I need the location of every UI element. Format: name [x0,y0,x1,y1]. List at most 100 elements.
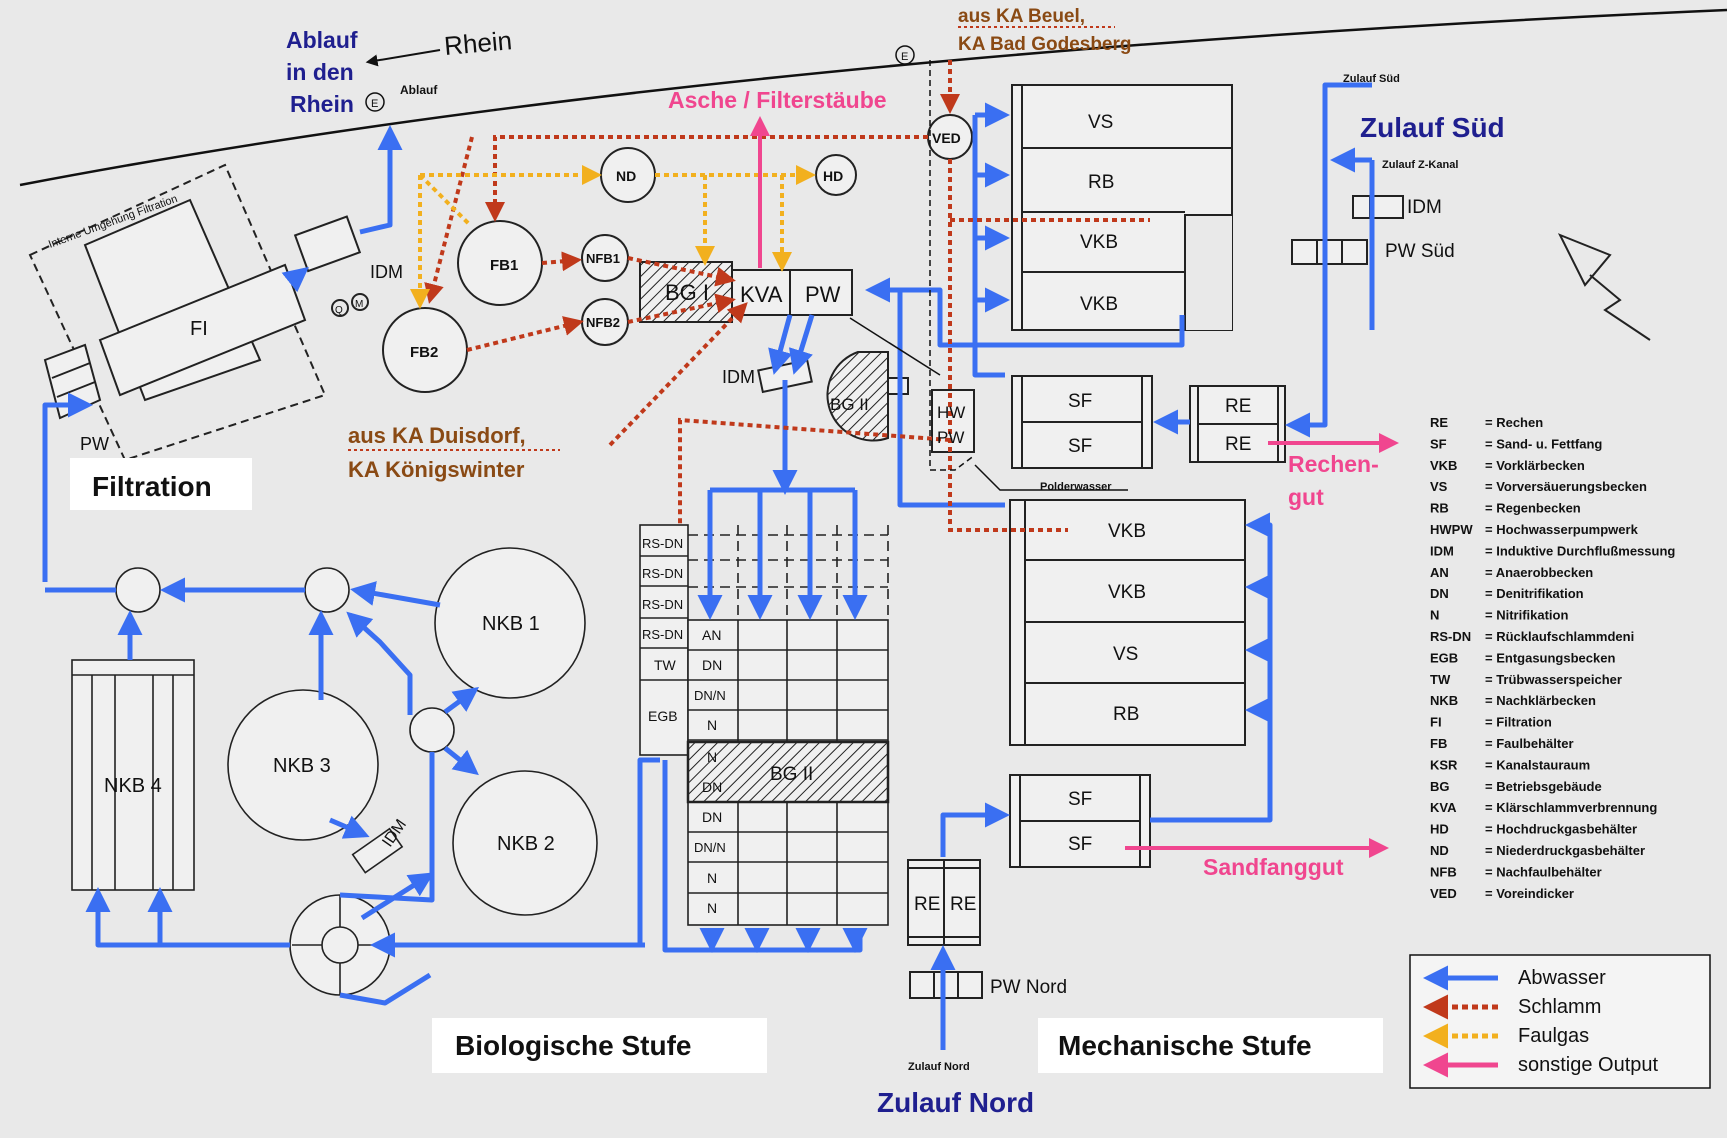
svg-text:RE: RE [1225,434,1251,455]
svg-text:RS-DN: RS-DN [642,597,683,612]
biological-stage [72,525,888,995]
svg-text:Zulauf Süd: Zulauf Süd [1343,73,1400,85]
beuel-line-2: KA Bad Godesberg [958,34,1132,55]
svg-text:DN/N: DN/N [694,688,726,703]
abbr-definition: = Rechen [1485,415,1543,430]
north-arrow-icon [1560,235,1650,340]
abbr-definition: = Faulbehälter [1485,736,1574,751]
abbr-definition: = Sand- u. Fettfang [1485,436,1602,451]
svg-text:SF: SF [1068,789,1092,810]
svg-text:VKB: VKB [1080,294,1118,315]
sandfanggut-label: Sandfanggut [1203,854,1344,880]
abbr-code: FI [1430,715,1442,730]
abbr-definition: = Kanalstauraum [1485,757,1590,772]
svg-text:N: N [707,717,717,733]
abbr-code: BG [1430,779,1450,794]
abbr-definition: = Entgasungsbecken [1485,650,1615,665]
svg-text:DN: DN [702,657,722,673]
abbr-definition: = Nachfaulbehälter [1485,864,1602,879]
svg-text:DN: DN [702,779,722,795]
abbr-code: RS-DN [1430,629,1471,644]
ablauf-line-3: Rhein [290,91,354,117]
filtration-title: Filtration [92,471,212,502]
abbr-code: VKB [1430,458,1457,473]
ablauf-line-2: in den [286,59,354,85]
svg-text:Zulauf Z-Kanal: Zulauf Z-Kanal [1382,159,1458,171]
svg-text:SF: SF [1068,436,1092,457]
rechengut-line-2: gut [1288,484,1324,510]
svg-text:HD: HD [823,168,843,184]
svg-text:N: N [707,870,717,886]
abbr-definition: = Hochdruckgasbehälter [1485,822,1637,837]
svg-text:BG I: BG I [665,280,709,305]
abbr-code: ND [1430,843,1449,858]
svg-text:N: N [707,749,717,765]
svg-text:VS: VS [1113,644,1138,665]
svg-text:IDM: IDM [722,367,755,387]
svg-text:RE: RE [950,894,976,915]
svg-text:SF: SF [1068,834,1092,855]
svg-text:VKB: VKB [1080,232,1118,253]
svg-text:FB2: FB2 [410,344,438,361]
svg-text:NKB 3: NKB 3 [273,755,331,777]
abbr-definition: = Klärschlammverbrennung [1485,800,1657,815]
river-arrow [368,50,440,62]
abbr-code: VED [1430,886,1457,901]
svg-text:Polderwasser: Polderwasser [1040,481,1112,493]
abbr-code: NFB [1430,864,1457,879]
svg-text:ND: ND [616,168,636,184]
abbr-definition: = Anaerobbecken [1485,565,1593,580]
abbr-code: VS [1430,479,1448,494]
svg-text:PW: PW [80,434,109,454]
abbr-definition: = Filtration [1485,715,1552,730]
abbr-code: HD [1430,822,1449,837]
abbr-code: EGB [1430,650,1458,665]
svg-text:VKB: VKB [1108,521,1146,542]
svg-text:Q: Q [335,305,343,316]
zulauf-sued-title: Zulauf Süd [1360,112,1505,143]
svg-text:VKB: VKB [1108,582,1146,603]
svg-text:RS-DN: RS-DN [642,627,683,642]
abbr-definition: = Trübwasserspeicher [1485,672,1622,687]
abbr-code: KVA [1430,800,1457,815]
abbr-definition: = Nachklärbecken [1485,693,1596,708]
svg-text:HW: HW [937,403,965,422]
legend-label: Abwasser [1518,967,1606,989]
svg-text:FI: FI [190,318,208,340]
svg-text:PW: PW [937,428,964,447]
abbr-code: IDM [1430,543,1454,558]
asche-label: Asche / Filterstäube [668,87,887,113]
svg-text:KVA: KVA [740,282,783,307]
svg-text:VED: VED [932,130,961,146]
svg-text:NKB 4: NKB 4 [104,775,162,797]
abbr-definition: = Hochwasserpumpwerk [1485,522,1639,537]
abbr-code: FB [1430,736,1447,751]
abbr-code: HWPW [1430,522,1473,537]
rechengut-line-1: Rechen- [1288,451,1379,477]
svg-text:AN: AN [702,627,721,643]
svg-text:N: N [707,900,717,916]
svg-text:DN: DN [702,809,722,825]
svg-text:RB: RB [1113,704,1139,725]
abbr-code: KSR [1430,757,1458,772]
svg-text:EGB: EGB [648,708,678,724]
filtration-unit [30,165,368,460]
legend-label: Schlamm [1518,996,1601,1018]
svg-text:Zulauf Nord: Zulauf Nord [908,1061,970,1073]
abbr-code: N [1430,608,1439,623]
bio-title: Biologische Stufe [455,1030,691,1061]
svg-text:E: E [371,98,378,110]
abbr-definition: = Nitrifikation [1485,608,1568,623]
abbr-definition: = Induktive Durchflußmessung [1485,543,1675,558]
duisdorf-line-1: aus KA Duisdorf, [348,423,526,448]
svg-text:RE: RE [1225,396,1251,417]
svg-text:PW Süd: PW Süd [1385,241,1455,262]
abbr-definition: = Denitrifikation [1485,586,1584,601]
ablauf-line-1: Ablauf [286,27,358,53]
svg-text:IDM: IDM [1407,197,1442,218]
svg-text:TW: TW [654,657,677,673]
svg-text:BG II: BG II [770,764,813,785]
